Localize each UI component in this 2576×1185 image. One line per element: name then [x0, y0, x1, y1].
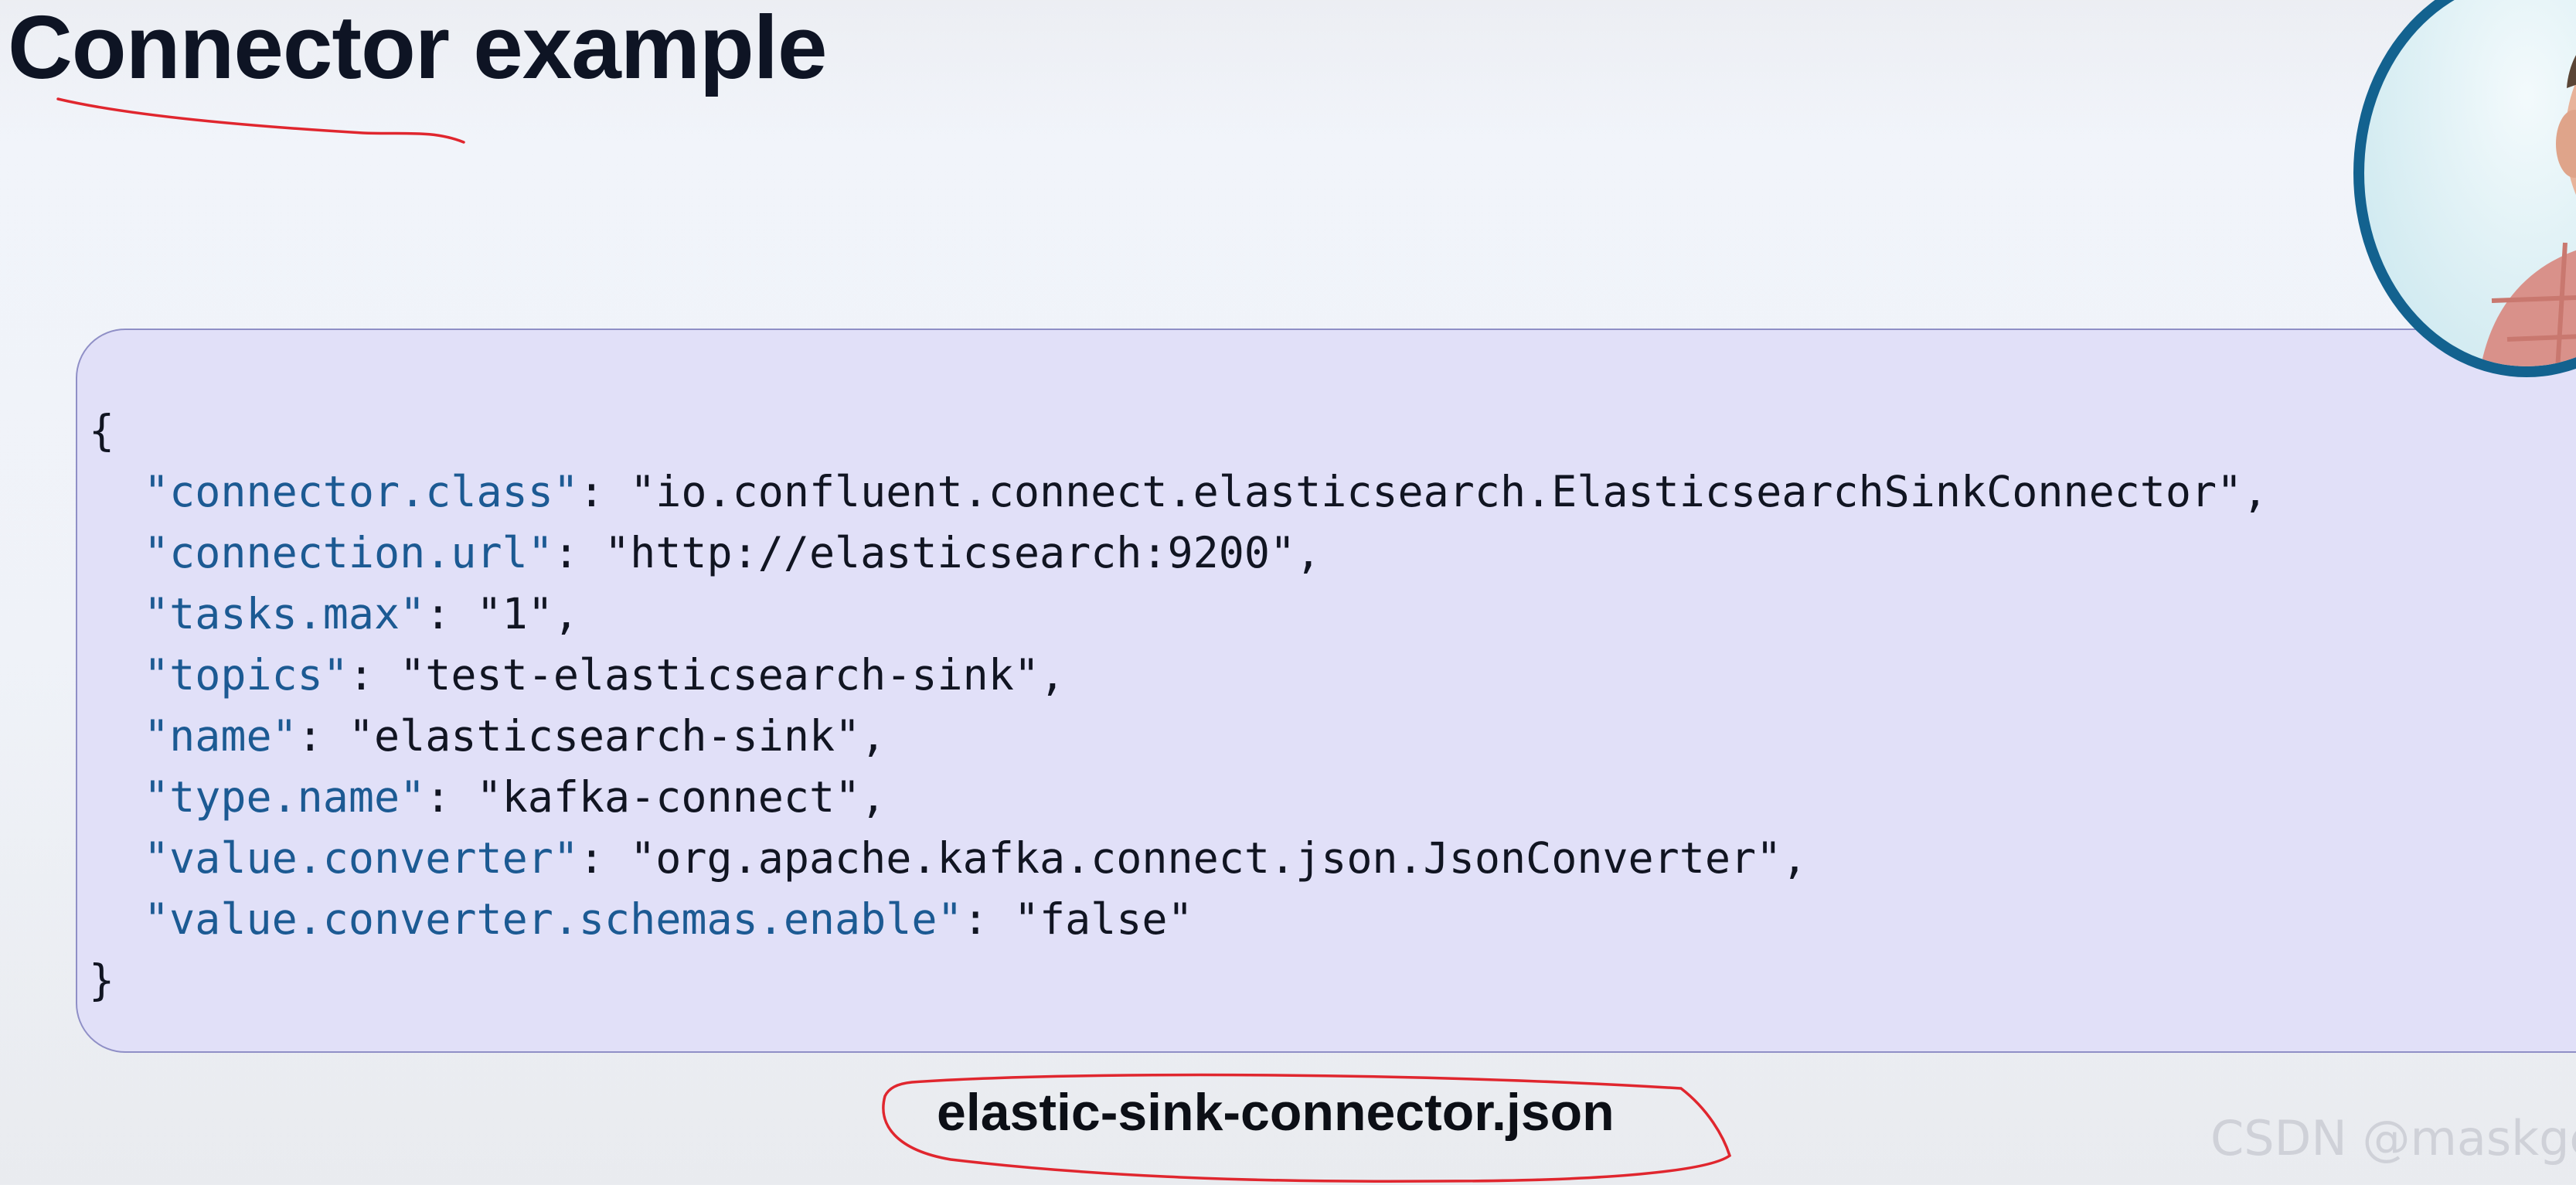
json-value: "io.confluent.connect.elasticsearch.Elas…: [630, 467, 2243, 516]
close-brace: }: [89, 955, 115, 1005]
watermark: CSDN @maskge: [2210, 1110, 2576, 1166]
json-value: "test-elasticsearch-sink": [400, 650, 1040, 700]
json-key: "topics": [144, 650, 349, 700]
json-value: "kafka-connect": [476, 772, 861, 822]
code-line: "name": "elasticsearch-sink",: [144, 711, 886, 761]
json-value: "false": [1013, 894, 1193, 944]
code-line: "connector.class": "io.confluent.connect…: [144, 467, 2268, 516]
json-value: "org.apache.kafka.connect.json.JsonConve…: [630, 833, 1782, 883]
code-line: "value.converter": "org.apache.kafka.con…: [144, 833, 1808, 883]
json-key: "tasks.max": [144, 589, 426, 638]
title-underline-annotation: [56, 97, 465, 144]
code-line: "topics": "test-elasticsearch-sink",: [144, 650, 1066, 700]
code-line-close: }: [89, 950, 2268, 1011]
json-key: "value.converter": [144, 833, 579, 883]
json-key: "value.converter.schemas.enable": [144, 894, 963, 944]
json-key: "connection.url": [144, 528, 553, 577]
presenter-webcam: [2353, 0, 2576, 377]
file-caption: elastic-sink-connector.json: [937, 1083, 1615, 1142]
code-panel: [76, 329, 2576, 1053]
code-line: "connection.url": "http://elasticsearch:…: [144, 528, 1322, 577]
json-key: "name": [144, 711, 298, 761]
presenter-webcam-icon: [2481, 55, 2576, 366]
code-line: "tasks.max": "1",: [144, 589, 579, 638]
code-line-open: {: [89, 400, 2268, 461]
json-code-block: { "connector.class": "io.confluent.connec…: [89, 400, 2268, 1011]
json-value: "http://elasticsearch:9200": [604, 528, 1296, 577]
json-value: "1": [476, 589, 553, 638]
json-key: "connector.class": [144, 467, 579, 516]
json-value: "elasticsearch-sink": [348, 711, 861, 761]
slide-title: Connector example: [8, 0, 828, 97]
json-key: "type.name": [144, 772, 426, 822]
open-brace: {: [89, 406, 115, 455]
code-line: "value.converter.schemas.enable": "false…: [144, 894, 1193, 944]
code-line: "type.name": "kafka-connect",: [144, 772, 886, 822]
